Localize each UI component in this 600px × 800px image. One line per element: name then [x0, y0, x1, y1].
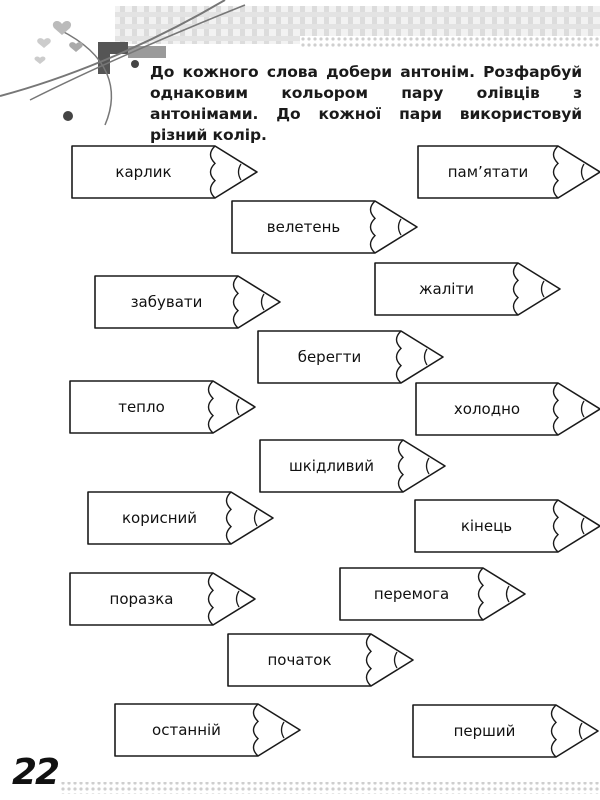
pencil-label-karlyk: карлик: [115, 163, 172, 181]
pencil-label-zabuvaty: забувати: [130, 293, 203, 311]
pencil-label-kholodno: холодно: [453, 400, 521, 418]
pencil-outline[interactable]: [94, 275, 281, 329]
pencil-lead: [580, 517, 585, 535]
pencil-wood-edge: [552, 145, 560, 199]
pencil-berehty[interactable]: [257, 330, 444, 384]
pencil-lead: [280, 721, 285, 739]
pencil-outline[interactable]: [227, 633, 414, 687]
pencil-wood-edge: [397, 439, 405, 493]
pencil-lead: [580, 400, 585, 418]
pencil-perehoha[interactable]: [339, 567, 526, 621]
pencil-outline[interactable]: [231, 200, 418, 254]
pencil-lead: [423, 348, 428, 366]
pencil-kholodno[interactable]: [415, 382, 600, 436]
pencil-pochatok[interactable]: [227, 633, 414, 687]
pencil-outline[interactable]: [339, 567, 526, 621]
pencil-lead: [425, 457, 430, 475]
pencil-wood-edge: [207, 572, 215, 626]
pencil-outline[interactable]: [259, 439, 446, 493]
pencil-veleten[interactable]: [231, 200, 418, 254]
page-number: 22: [12, 752, 60, 793]
pencil-shkidlyvyi[interactable]: [259, 439, 446, 493]
pencil-label-shkidlyvyi: шкідливий: [289, 457, 374, 475]
pencil-teplo[interactable]: [69, 380, 256, 434]
pencil-karlyk[interactable]: [71, 145, 258, 199]
pencil-label-ostannii: останній: [152, 721, 221, 739]
pencil-lead: [253, 509, 258, 527]
pencil-outline[interactable]: [374, 262, 561, 316]
pencil-wood-edge: [252, 703, 260, 757]
pencil-wood-edge: [207, 380, 215, 434]
pencil-outline[interactable]: [69, 572, 256, 626]
pencil-wood-edge: [369, 200, 377, 254]
pencil-wood-edge: [512, 262, 520, 316]
pencil-zhality[interactable]: [374, 262, 561, 316]
pencil-lead: [235, 398, 240, 416]
pencil-lead: [260, 293, 265, 311]
pencil-wood-edge: [232, 275, 240, 329]
pencil-label-teplo: тепло: [118, 398, 165, 416]
pencil-ostannii[interactable]: [114, 703, 301, 757]
pencil-wood-edge: [550, 704, 558, 758]
pencil-wood-edge: [365, 633, 373, 687]
pencil-label-porazka: поразка: [109, 590, 174, 608]
pencil-kinets[interactable]: [414, 499, 600, 553]
pencil-lead: [578, 722, 583, 740]
pencil-lead: [235, 590, 240, 608]
pencil-label-korysnyi: корисний: [121, 509, 198, 527]
pencil-wood-edge: [395, 330, 403, 384]
pencil-wood-edge: [552, 499, 560, 553]
pencil-label-pochatok: початок: [267, 651, 332, 669]
pencil-outline[interactable]: [414, 499, 600, 553]
pencil-wood-edge: [209, 145, 217, 199]
pencil-outline[interactable]: [87, 491, 274, 545]
pencil-label-kinets: кінець: [460, 517, 513, 535]
pencil-label-berehty: берегти: [297, 348, 362, 366]
pencil-lead: [505, 585, 510, 603]
task-instruction: До кожного слова добери антонім. Розфарб…: [150, 63, 582, 144]
pencil-outline[interactable]: [257, 330, 444, 384]
pencil-outline[interactable]: [69, 380, 256, 434]
pencil-wood-edge: [477, 567, 485, 621]
pencil-outline[interactable]: [412, 704, 599, 758]
pencil-pamiatat[interactable]: [417, 145, 600, 199]
pencil-lead: [237, 163, 242, 181]
pencil-wood-edge: [225, 491, 233, 545]
pencil-lead: [580, 163, 585, 181]
pencil-korysnyi[interactable]: [87, 491, 274, 545]
pencil-label-pershyi: перший: [453, 722, 516, 740]
header-decoration: [0, 0, 600, 126]
pencil-label-pamiatat: пам’ятати: [447, 163, 529, 181]
pencil-outline[interactable]: [114, 703, 301, 757]
pencil-label-veleten: велетень: [266, 218, 341, 236]
pencil-wood-edge: [552, 382, 560, 436]
pencil-lead: [393, 651, 398, 669]
pencil-label-zhality: жаліти: [419, 280, 474, 298]
pencil-lead: [540, 280, 545, 298]
pencil-lead: [397, 218, 402, 236]
pencil-porazka[interactable]: [69, 572, 256, 626]
pencil-label-perehoha: перемога: [373, 585, 450, 603]
pencil-outline[interactable]: [71, 145, 258, 199]
pencil-pershyi[interactable]: [412, 704, 599, 758]
pencil-zabuvaty[interactable]: [94, 275, 281, 329]
